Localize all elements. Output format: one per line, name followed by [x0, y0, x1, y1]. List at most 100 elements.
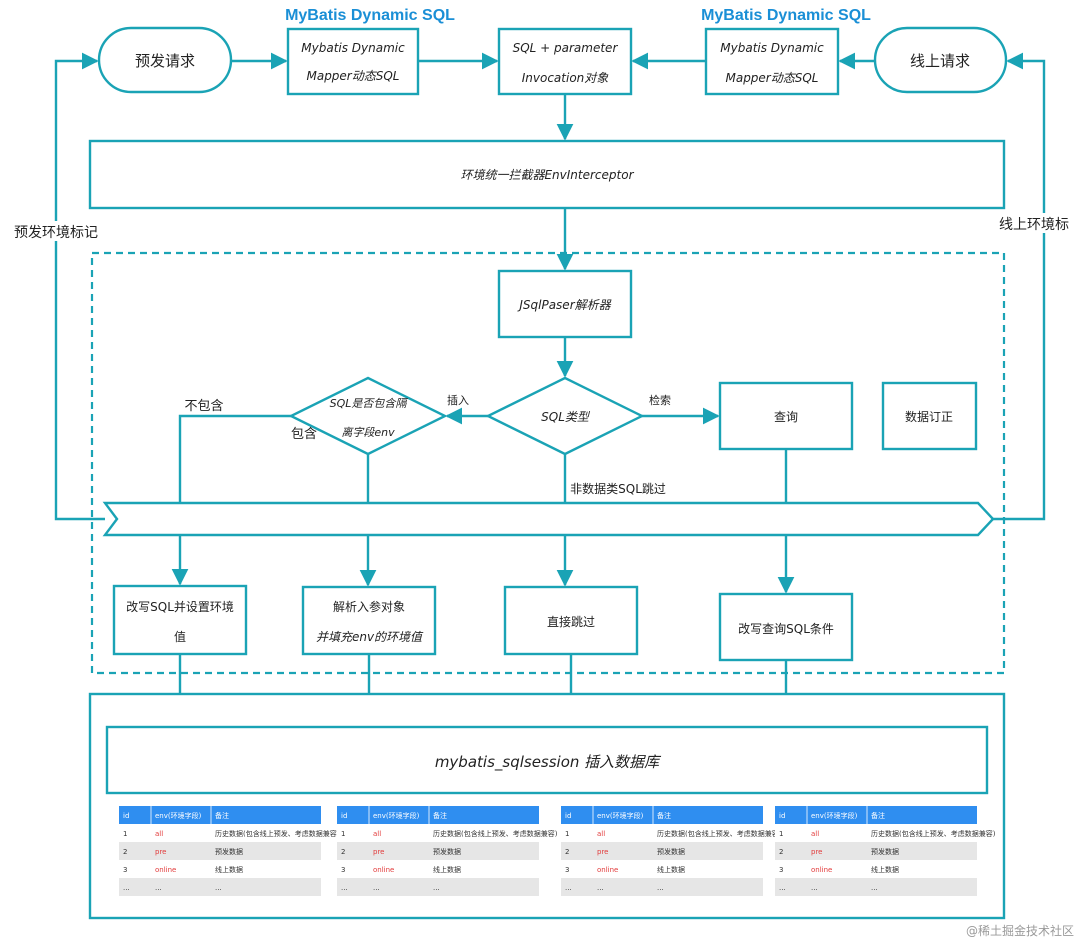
table-row: [119, 860, 321, 878]
pre-env-mark-bg: [4, 221, 108, 241]
mapper-right-line2: Mapper动态SQL: [725, 71, 818, 85]
edge-not-contains: [171, 414, 291, 586]
table-cell: 预发数据: [871, 847, 899, 856]
table-cell: pre: [155, 848, 166, 856]
table-header-cell: 备注: [871, 811, 885, 820]
table-cell: 历史数据(包含线上预发、考虑数据兼容): [433, 829, 558, 838]
table-cell: 3: [565, 866, 569, 874]
rewrite-insert-line1: 改写SQL并设置环境: [126, 599, 234, 614]
parse-param-node: 解析入参对象 并填充env的环境值: [301, 585, 437, 656]
table-cell: ...: [871, 884, 878, 892]
db-insert-label: mybatis_sqlsession 插入数据库: [435, 753, 662, 772]
table-cell: 预发数据: [433, 847, 461, 856]
pre-request-label: 预发请求: [135, 52, 195, 70]
rewrite-query-label: 改写查询SQL条件: [738, 622, 834, 636]
table-cell: 历史数据(包含线上预发、考虑数据兼容): [657, 829, 782, 838]
table-row: [337, 842, 539, 860]
table-header-row: [337, 806, 539, 824]
table-header-cell: 备注: [215, 811, 229, 820]
table-cell: 预发数据: [215, 847, 243, 856]
table-cell: online: [597, 866, 618, 874]
table-cell: ...: [123, 884, 130, 892]
sql-type-decision: SQL类型: [485, 376, 645, 456]
edge-label-contains: 包含: [291, 426, 317, 442]
mapper-right-line1: Mybatis Dynamic: [720, 41, 824, 55]
table-cell: ...: [433, 884, 440, 892]
invocation-line1: SQL + parameter: [513, 41, 619, 55]
table-row: [561, 878, 763, 896]
edge-online-env-loop: [993, 52, 1046, 521]
table-header-cell: env(环境字段): [373, 811, 420, 820]
db-insert-node: mybatis_sqlsession 插入数据库: [105, 725, 989, 795]
table-cell: 1: [123, 830, 127, 838]
table-cell: ...: [341, 884, 348, 892]
table-row: [775, 878, 977, 896]
table-cell: all: [811, 830, 819, 838]
table-row: [775, 842, 977, 860]
table-header-cell: env(环境字段): [597, 811, 644, 820]
table-header-row: [775, 806, 977, 824]
table-cell: pre: [597, 848, 608, 856]
sql-type-label: SQL类型: [541, 410, 591, 424]
edge-label-retrieve: 检索: [649, 393, 671, 407]
table-cell: 2: [779, 848, 783, 856]
table-cell: 线上数据: [871, 865, 899, 874]
table-header-cell: env(环境字段): [811, 811, 858, 820]
parse-param-line1: 解析入参对象: [333, 599, 405, 614]
mapper-left-node: Mybatis Dynamic Mapper动态SQL: [286, 27, 420, 96]
table-cell: ...: [811, 884, 818, 892]
contains-env-line2: 离字段env: [341, 426, 395, 439]
data-fix-node: 数据订正: [881, 381, 978, 451]
table-row: [775, 860, 977, 878]
table-cell: 2: [341, 848, 345, 856]
table-cell: 历史数据(包含线上预发、考虑数据兼容): [215, 829, 340, 838]
table-row: [119, 842, 321, 860]
table-header-row: [561, 806, 763, 824]
contains-env-decision: SQL是否包含隔 离字段env: [288, 376, 448, 456]
title-left: MyBatis Dynamic SQL: [285, 7, 455, 24]
table-cell: 2: [123, 848, 127, 856]
table-row: [119, 824, 321, 842]
table-cell: pre: [811, 848, 822, 856]
table-row: [561, 860, 763, 878]
rewrite-query-node: 改写查询SQL条件: [718, 592, 854, 662]
title-right: MyBatis Dynamic SQL: [701, 7, 871, 24]
data-fix-label: 数据订正: [905, 409, 953, 424]
table-row: [561, 842, 763, 860]
table-cell: ...: [657, 884, 664, 892]
parser-node: JSqlPaser解析器: [497, 269, 633, 339]
table-cell: 线上数据: [657, 865, 685, 874]
table-cell: 3: [779, 866, 783, 874]
edge-label-not-contains: 不包含: [184, 398, 223, 414]
table-header-cell: 备注: [657, 811, 671, 820]
edge-label-online-env-mark: 线上环境标: [999, 217, 1069, 233]
interceptor-label: 环境统一拦截器EnvInterceptor: [460, 168, 634, 182]
table-header-cell: env(环境字段): [155, 811, 202, 820]
invocation-node: SQL + parameter Invocation对象: [497, 27, 633, 96]
table-header-cell: id: [565, 812, 571, 820]
contains-env-line1: SQL是否包含隔: [330, 397, 409, 410]
table-cell: 2: [565, 848, 569, 856]
rewrite-insert-line2: 值: [174, 629, 186, 644]
rewrite-insert-node: 改写SQL并设置环境 值: [112, 584, 248, 656]
skip-label: 直接跳过: [547, 614, 595, 629]
table-cell: 3: [341, 866, 345, 874]
table-row: [337, 860, 539, 878]
skip-node: 直接跳过: [503, 585, 639, 656]
query-label: 查询: [774, 410, 798, 424]
interceptor-node: 环境统一拦截器EnvInterceptor: [88, 139, 1006, 210]
table-header-cell: id: [123, 812, 129, 820]
table-cell: ...: [597, 884, 604, 892]
table-cell: all: [373, 830, 381, 838]
table-cell: ...: [779, 884, 786, 892]
edge-label-pre-env-mark: 预发环境标记: [14, 225, 98, 241]
pre-request-node: 预发请求: [97, 26, 233, 94]
table-cell: ...: [155, 884, 162, 892]
table-row: [337, 824, 539, 842]
table-cell: online: [373, 866, 394, 874]
table-cell: online: [811, 866, 832, 874]
